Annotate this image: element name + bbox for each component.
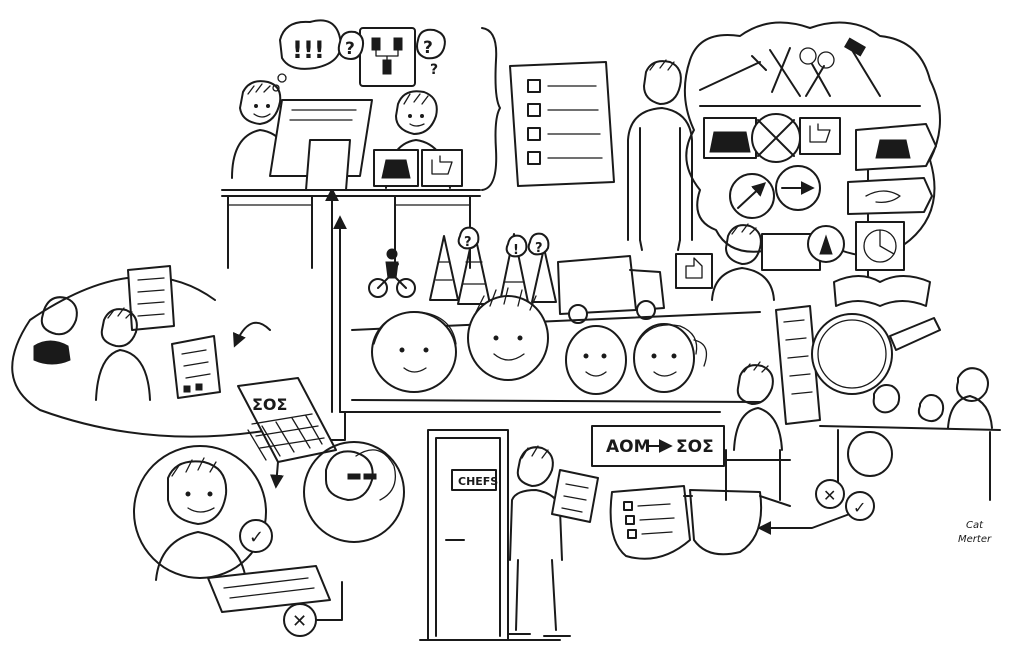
svg-text:!: ! xyxy=(513,243,519,258)
glasses-with-checklists xyxy=(609,485,791,560)
tools-thought-cloud xyxy=(683,21,941,307)
svg-text:?: ? xyxy=(345,39,355,59)
question-bubble-left xyxy=(337,30,365,60)
left-meeting-scene xyxy=(33,265,221,401)
cyclist xyxy=(368,248,416,298)
face-man-spiky xyxy=(467,295,549,381)
office-desk-scene: !!! ? ? ? xyxy=(221,19,501,269)
open-book xyxy=(833,275,931,307)
flow-sign-to: ΣOΣ xyxy=(676,437,714,457)
signature-line2: Merter xyxy=(958,534,992,545)
document-on-table xyxy=(207,565,331,613)
sos-grid-poster: ΣOΣ xyxy=(237,377,337,489)
door-sign-text: CHEFS xyxy=(458,475,498,488)
svg-text:?: ? xyxy=(535,241,543,256)
hammer-icon xyxy=(851,49,881,97)
pliers-icon xyxy=(769,47,801,97)
laptop-thumbs-down xyxy=(421,149,463,187)
tall-checklist xyxy=(775,305,821,425)
chefs-door-scene: CHEFS xyxy=(419,429,599,641)
thought-bubble-exclaim xyxy=(279,19,342,70)
bubble-exclaim-text: !!! xyxy=(292,36,325,64)
check-badge-left xyxy=(239,519,273,553)
svg-text:✓: ✓ xyxy=(853,498,866,517)
svg-text:✓: ✓ xyxy=(249,527,264,548)
svg-text:?: ? xyxy=(464,235,472,250)
van xyxy=(557,255,665,324)
checklist-poster xyxy=(509,61,615,187)
bottom-left-discussion: ✓ ✕ xyxy=(133,441,405,637)
thinking-man xyxy=(627,59,693,251)
poster-title-text: ΣOΣ xyxy=(252,395,287,414)
svg-text:✕: ✕ xyxy=(292,611,307,632)
printout-paper xyxy=(305,139,351,191)
face-man-small xyxy=(565,325,627,395)
scissors-icon xyxy=(805,63,831,97)
compass-meeting xyxy=(675,223,845,301)
right-team-scene: ✕ ✓ xyxy=(725,305,1001,521)
magnifier-handle xyxy=(889,317,941,351)
check-badge-right xyxy=(845,491,875,521)
signpost-handshake xyxy=(847,177,933,215)
svg-text:✕: ✕ xyxy=(823,486,836,505)
question-bubble-right xyxy=(416,28,446,60)
faces-strip xyxy=(351,287,761,403)
door-sign xyxy=(451,469,497,491)
trees: ? ! ? xyxy=(429,226,557,305)
aom-sos-sign: AOM ΣOΣ xyxy=(591,425,725,467)
flow-sign-from: AOM xyxy=(606,437,651,457)
signature-line1: Cat xyxy=(966,520,984,531)
cross-badge-right xyxy=(815,479,845,509)
checklist-card-top xyxy=(127,265,175,331)
checklist-card-front xyxy=(171,335,221,399)
face-girl-ponytail xyxy=(633,323,695,393)
artist-signature: Cat Merter xyxy=(958,520,992,545)
svg-text:?: ? xyxy=(430,62,438,78)
svg-text:?: ? xyxy=(423,38,433,58)
thumbs-down-panel xyxy=(799,117,841,155)
screwdriver-icon xyxy=(699,55,767,91)
magnifier-lens xyxy=(811,313,893,395)
clipboard xyxy=(551,469,599,523)
